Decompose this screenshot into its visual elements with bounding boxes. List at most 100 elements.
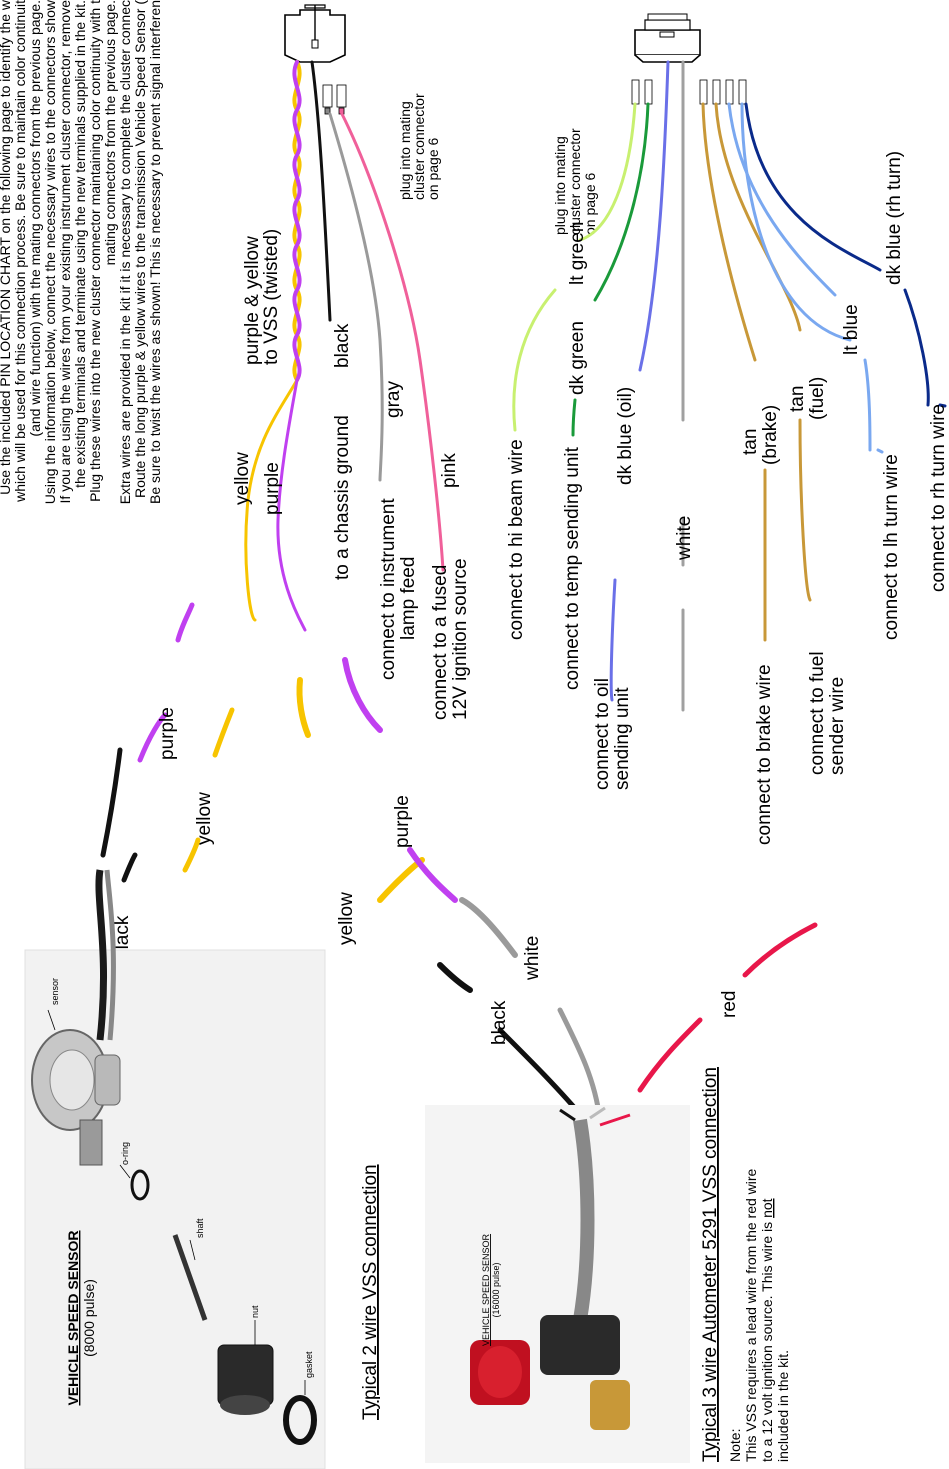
tan-fuel-label-1: tan: [787, 386, 808, 412]
fuel-dest-1: connect to fuel: [807, 651, 828, 775]
instruction-line-11: Be sure to twist the wires as shown! Thi…: [147, 0, 163, 504]
vss3-photo-subtitle: (16000 pulse): [491, 1262, 501, 1317]
vss-2wire-photo: [24, 869, 326, 1469]
vss-3wire-photo: [425, 1105, 690, 1463]
svg-text:This VSS requires a lead wire: This VSS requires a lead wire from the r…: [743, 1168, 759, 1462]
instruction-line-8: mating connectors from the previous page…: [102, 0, 118, 265]
part-sensor-label: sensor: [50, 978, 60, 1005]
vss2-caption: Typical 2 wire VSS connection: [360, 1164, 381, 1420]
vss2-black-label: black: [112, 915, 133, 960]
lt-blue-label: lt blue: [841, 304, 862, 355]
svg-text:included in the kit.: included in the kit.: [775, 1350, 791, 1462]
instruction-line-5: If you are using the wires from your exi…: [57, 0, 73, 503]
chassis-ground-label: to a chassis ground: [332, 415, 353, 580]
svg-text:on page 6: on page 6: [582, 173, 598, 235]
vss-3wire-leads: [296, 657, 818, 1123]
twisted-label-line1: purple & yellow: [242, 236, 263, 365]
top-cluster-connector: [284, 4, 347, 115]
tan-brake-label-1: tan: [740, 429, 761, 455]
fused-label-1: connect to a fused: [430, 565, 451, 720]
fused-label-2: 12V ignition source: [450, 558, 471, 720]
tan-fuel-label-2: (fuel): [807, 377, 828, 420]
top-twisted-pair: [292, 60, 302, 382]
instruction-line-2: which will be used for this connection p…: [12, 0, 28, 503]
lt-blue-lh-end: [876, 448, 884, 454]
instruction-block: Use the included PIN LOCATION CHART on t…: [0, 0, 163, 504]
dk-green-label: dk green: [567, 321, 588, 395]
svg-text:cluster connector: cluster connector: [567, 128, 583, 235]
instruction-line-3: (and wire function) with the mating conn…: [27, 0, 43, 437]
bottom-connector-note: plug into mating cluster connector on pa…: [552, 128, 598, 235]
instruction-line-9: Extra wires are provided in the kit if i…: [117, 0, 133, 504]
vss2-yellow-label: yellow: [194, 792, 215, 845]
dk-blue-rh-wire-end: [938, 403, 947, 408]
vss3-note-line2: to a 12 volt ignition source. This wire …: [759, 1218, 775, 1462]
svg-text:on page 6: on page 6: [425, 138, 441, 200]
yellow-vss-wire-top: [244, 378, 299, 622]
oil-dest-1: connect to oil: [592, 678, 613, 790]
hi-beam-dest: connect to hi beam wire: [506, 439, 527, 640]
vss3-note: Note: This VSS requires a lead wire from…: [727, 1168, 791, 1462]
vss3-black-label: black: [489, 1000, 510, 1045]
bottom-cluster-connector: [631, 13, 747, 105]
lamp-feed-label-2: lamp feed: [398, 557, 419, 640]
instruction-line-1: Use the included PIN LOCATION CHART on t…: [0, 0, 13, 495]
lt-blue-wire-1: [727, 102, 837, 297]
vss3-note-not: not: [759, 1198, 775, 1218]
vss3-note-line1: This VSS requires a lead wire from the r…: [743, 1168, 759, 1462]
purple-top-label: purple: [262, 462, 283, 515]
black-ground-wire: [310, 60, 332, 322]
fuel-dest-2: sender wire: [827, 677, 848, 775]
lt-blue-wire-2: [740, 102, 872, 452]
part-oring-label: o-ring: [120, 1142, 130, 1165]
vss3-red-label: red: [719, 991, 740, 1018]
gray-lamp-wire: [328, 112, 384, 482]
lt-green-wire: [512, 102, 637, 432]
lt-green-label: lt green: [567, 222, 588, 285]
dk-blue-rh-wire: [744, 102, 930, 407]
tan-brake-label-2: (brake): [760, 405, 781, 465]
dk-green-wire: [571, 102, 650, 437]
vss2-photo-subtitle: (8000 pulse): [81, 1279, 97, 1357]
vss-2wire-leads: [100, 602, 235, 883]
dk-blue-rh-label: dk blue (rh turn): [884, 151, 905, 285]
part-shaft-label: shaft: [195, 1218, 205, 1238]
tan-fuel-wire: [714, 102, 812, 602]
instruction-line-10: Route the long purple & yellow wires to …: [132, 0, 148, 498]
vss3-purple-label: purple: [392, 795, 413, 848]
purple-vss-wire-top: [276, 378, 307, 632]
svg-text:cluster connector: cluster connector: [411, 93, 427, 200]
vss3-yellow-label: yellow: [336, 892, 357, 945]
dk-blue-oil-label: dk blue (oil): [615, 387, 636, 485]
instruction-line-7: Plug these wires into the new cluster co…: [87, 0, 103, 502]
vss3-white-label: white: [522, 936, 543, 981]
lh-turn-dest: connect to lh turn wire: [881, 454, 902, 640]
svg-text:Note:: Note:: [727, 1429, 743, 1462]
lamp-feed-label-1: connect to instrument: [378, 498, 399, 680]
vss2-photo-title: VEHICLE SPEED SENSOR: [65, 1230, 81, 1405]
top-connector-note: plug into mating cluster connector on pa…: [397, 93, 441, 200]
part-gasket-label: gasket: [304, 1351, 314, 1378]
white-label: white: [674, 516, 695, 561]
oil-dest-2: sending unit: [612, 687, 633, 790]
instruction-line-6: the existing terminals and terminate usi…: [72, 0, 88, 488]
temp-dest: connect to temp sending unit: [562, 446, 583, 690]
black-top-label: black: [332, 323, 353, 368]
svg-text:plug into mating: plug into mating: [397, 101, 413, 200]
gray-top-label: gray: [383, 381, 404, 418]
yellow-top-label: yellow: [232, 452, 253, 505]
vss3-photo-title: VEHICLE SPEED SENSOR: [481, 1233, 491, 1346]
tan-brake-wire: [701, 102, 767, 642]
pink-top-label: pink: [439, 453, 460, 488]
part-nut-label: nut: [250, 1305, 260, 1318]
svg-text:to a 12 volt ignition source.: to a 12 volt ignition source. This wire …: [759, 1198, 775, 1462]
rh-turn-dest: connect to rh turn wire: [928, 404, 949, 592]
pink-ignition-wire: [340, 112, 445, 572]
instruction-line-4: Using the information below, connect the…: [42, 0, 58, 504]
svg-text:plug into mating: plug into mating: [552, 136, 568, 235]
twisted-label-line2: to VSS (twisted): [261, 229, 282, 365]
bottom-connector-terminals: [631, 79, 747, 105]
vss2-purple-label: purple: [157, 707, 178, 760]
vss3-caption: Typical 3 wire Autometer 5291 VSS connec…: [700, 1067, 721, 1462]
